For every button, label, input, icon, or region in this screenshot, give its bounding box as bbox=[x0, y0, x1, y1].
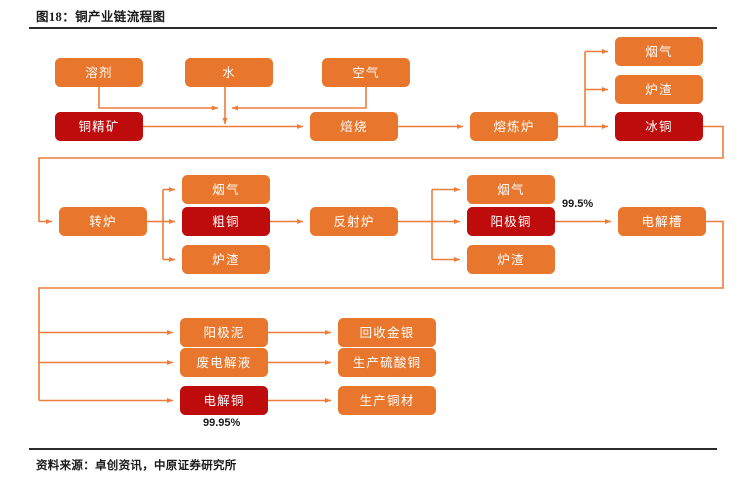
flow-node-water[interactable]: 水 bbox=[185, 58, 273, 87]
node-box bbox=[310, 112, 398, 141]
node-box bbox=[55, 112, 143, 141]
flow-node-waste-liquid[interactable]: 废电解液 bbox=[180, 348, 268, 377]
flow-node-matte[interactable]: 冰铜 bbox=[615, 112, 703, 141]
node-box bbox=[338, 318, 436, 347]
node-box bbox=[467, 245, 555, 274]
node-box bbox=[467, 207, 555, 236]
node-box bbox=[615, 75, 703, 104]
node-box bbox=[615, 37, 703, 66]
node-box bbox=[182, 175, 270, 204]
node-layer: 溶剂水空气铜精矿焙烧熔炼炉烟气炉渣冰铜转炉烟气粗铜炉渣反射炉烟气阳极铜炉渣电解槽… bbox=[55, 37, 706, 415]
node-box bbox=[338, 348, 436, 377]
flow-node-flue-gas-2[interactable]: 烟气 bbox=[182, 175, 270, 204]
flow-node-slag-1[interactable]: 炉渣 bbox=[615, 75, 703, 104]
edge-electro-cell-loop bbox=[38, 220, 724, 401]
flow-node-converter[interactable]: 转炉 bbox=[59, 207, 147, 236]
node-box bbox=[338, 386, 436, 415]
connector-layer bbox=[38, 48, 724, 404]
flow-node-make-sulfate[interactable]: 生产硫酸铜 bbox=[338, 348, 436, 377]
edge-air-to-merge bbox=[231, 87, 367, 111]
node-box bbox=[467, 175, 555, 204]
flow-node-roasting[interactable]: 焙烧 bbox=[310, 112, 398, 141]
flow-node-make-product[interactable]: 生产铜材 bbox=[338, 386, 436, 415]
flow-node-electro-cell[interactable]: 电解槽 bbox=[618, 207, 706, 236]
flowchart-canvas: 溶剂水空气铜精矿焙烧熔炼炉烟气炉渣冰铜转炉烟气粗铜炉渣反射炉烟气阳极铜炉渣电解槽… bbox=[38, 37, 724, 429]
flow-node-reverberatory[interactable]: 反射炉 bbox=[310, 207, 398, 236]
flow-node-slag-2[interactable]: 炉渣 bbox=[182, 245, 270, 274]
flow-node-air[interactable]: 空气 bbox=[322, 58, 410, 87]
node-box bbox=[180, 318, 268, 347]
flow-node-smelter[interactable]: 熔炼炉 bbox=[470, 112, 558, 141]
flow-node-solvent[interactable]: 溶剂 bbox=[55, 58, 143, 87]
node-box bbox=[615, 112, 703, 141]
flow-node-anode-slime[interactable]: 阳极泥 bbox=[180, 318, 268, 347]
annotation-purity-anode: 99.5% bbox=[562, 198, 593, 210]
flow-node-flue-gas-3[interactable]: 烟气 bbox=[467, 175, 555, 204]
flow-node-slag-3[interactable]: 炉渣 bbox=[467, 245, 555, 274]
node-box bbox=[180, 386, 268, 415]
flow-node-flue-gas-1[interactable]: 烟气 bbox=[615, 37, 703, 66]
node-box bbox=[55, 58, 143, 87]
flow-node-electro-copper[interactable]: 电解铜 bbox=[180, 386, 268, 415]
source-note: 资料来源：卓创资讯，中原证券研究所 bbox=[36, 460, 237, 472]
annotation-layer: 99.5% 99.95% bbox=[203, 198, 593, 429]
flow-node-recover-gold[interactable]: 回收金银 bbox=[338, 318, 436, 347]
node-box bbox=[310, 207, 398, 236]
node-box bbox=[182, 245, 270, 274]
node-box bbox=[470, 112, 558, 141]
title-divider bbox=[29, 27, 717, 29]
node-box bbox=[322, 58, 410, 87]
node-box bbox=[59, 207, 147, 236]
node-box bbox=[180, 348, 268, 377]
node-box bbox=[185, 58, 273, 87]
page-title: 图18：铜产业链流程图 bbox=[36, 10, 166, 24]
annotation-purity-cathode: 99.95% bbox=[203, 417, 241, 429]
node-box bbox=[618, 207, 706, 236]
flow-node-blister[interactable]: 粗铜 bbox=[182, 207, 270, 236]
edge-solvent-to-merge bbox=[98, 87, 219, 111]
source-divider bbox=[29, 448, 717, 450]
edge-matte-to-converter bbox=[38, 125, 724, 225]
node-box bbox=[182, 207, 270, 236]
flow-node-anode-copper[interactable]: 阳极铜 bbox=[467, 207, 555, 236]
flow-node-copper-ore[interactable]: 铜精矿 bbox=[55, 112, 143, 141]
